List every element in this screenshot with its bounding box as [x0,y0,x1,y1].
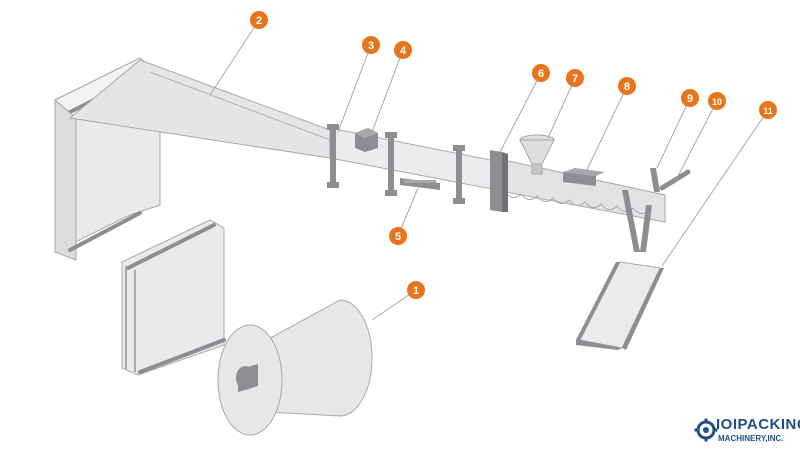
hopper-7 [519,134,555,175]
leader-lines [209,19,769,321]
callout-6: 6 [532,64,550,82]
sealer-8 [563,168,605,186]
cutter-9 [650,168,660,192]
company-logo: IOIPACKING MACHINERY,INC. [694,414,800,450]
callout-9: 9 [681,89,699,107]
callout-8: 8 [618,77,636,95]
logo-subtitle: MACHINERY,INC. [718,434,784,443]
callout-10: 10 [708,92,726,110]
callout-5-label: 5 [395,231,401,243]
guide-post-a [385,132,397,196]
plate-6 [490,150,508,212]
callout-4: 4 [394,41,412,59]
arm-10 [659,169,691,191]
callout-2-label: 2 [256,15,262,27]
block-4 [355,128,378,152]
callout-7: 7 [566,69,584,87]
discharge-guide [622,190,652,252]
callout-9-label: 9 [687,93,693,105]
callout-10-label: 10 [712,97,722,107]
gear-icon [694,418,718,442]
callout-11-label: 11 [763,106,773,116]
callout-11: 11 [759,101,777,119]
discharge-chute-11 [576,261,664,350]
callout-3-label: 3 [368,40,374,52]
callout-1-label: 1 [413,285,419,297]
film-roll-1 [217,299,373,436]
callout-7-label: 7 [572,73,578,85]
callout-6-label: 6 [538,68,544,80]
sealing-bar-5 [400,178,440,190]
guide-post-b [453,145,465,204]
callout-8-label: 8 [624,81,630,93]
callout-3: 3 [362,36,380,54]
logo-wordmark: IOIPACKING [716,416,800,433]
guide-post-3 [327,124,339,188]
lower-frame [121,219,226,376]
callout-5: 5 [389,227,407,245]
callout-1: 1 [407,281,425,299]
callout-2: 2 [250,11,268,29]
callout-4-label: 4 [400,45,407,57]
